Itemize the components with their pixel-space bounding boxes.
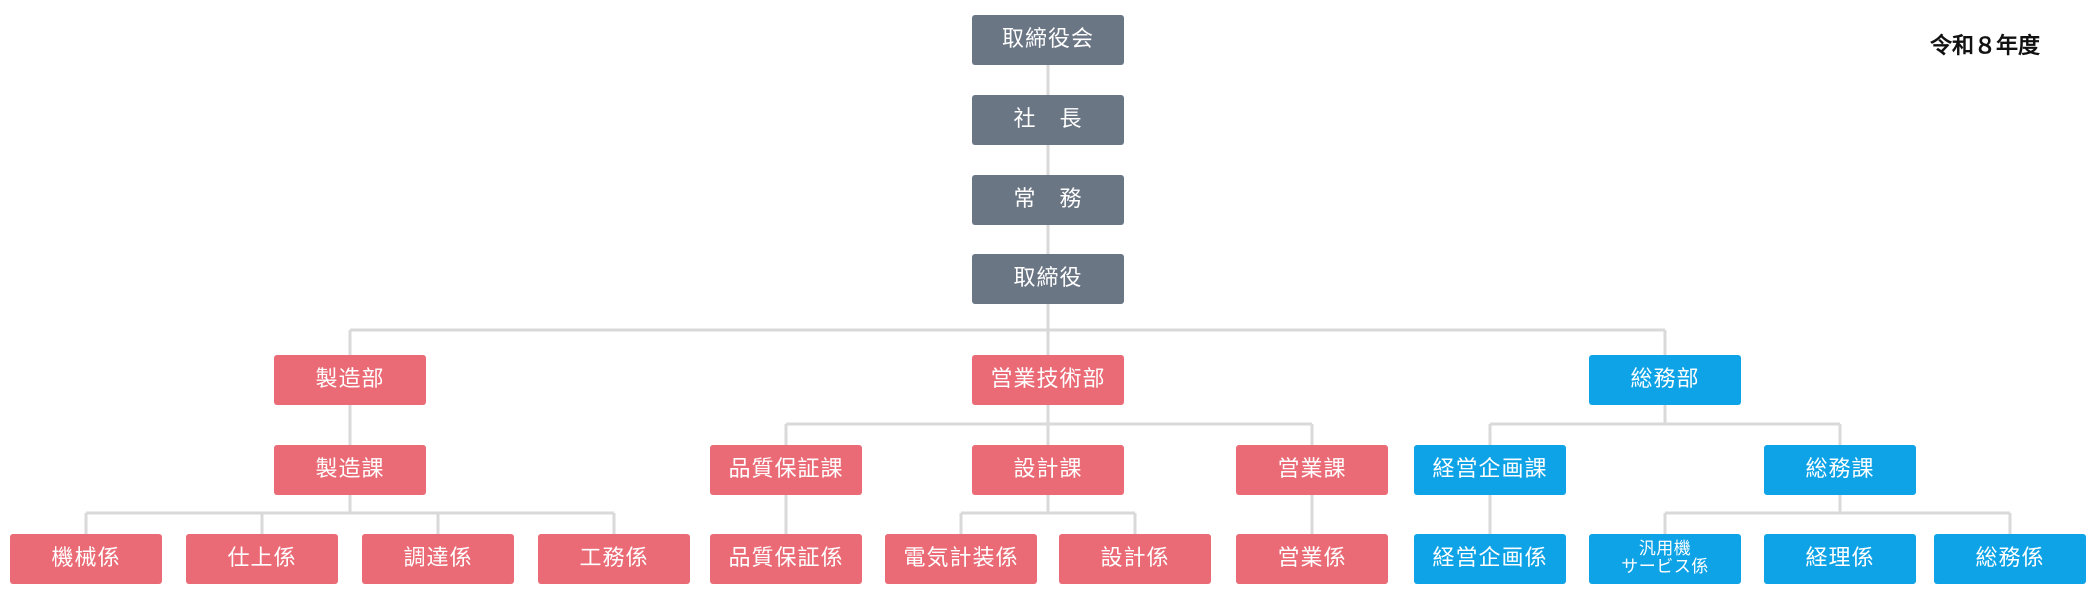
node-general-affairs-unit: 総務係 <box>1934 534 2086 584</box>
node-finishing-unit: 仕上係 <box>186 534 338 584</box>
fiscal-year-label: 令和８年度 <box>1930 34 2041 59</box>
node-machine-unit: 機械係 <box>10 534 162 584</box>
node-manufacturing-section: 製造課 <box>274 445 426 495</box>
node-mgmt-planning-section: 経営企画課 <box>1414 445 1566 495</box>
node-general-machine-service-unit: 汎用機 サービス係 <box>1589 534 1741 584</box>
node-sales-unit: 営業係 <box>1236 534 1388 584</box>
node-director: 取締役 <box>972 254 1124 304</box>
node-works-unit: 工務係 <box>538 534 690 584</box>
node-design-section: 設計課 <box>972 445 1124 495</box>
node-qa-unit: 品質保証係 <box>710 534 862 584</box>
node-managing-director: 常 務 <box>972 175 1124 225</box>
node-sales-section: 営業課 <box>1236 445 1388 495</box>
node-design-unit: 設計係 <box>1059 534 1211 584</box>
node-mgmt-planning-unit: 経営企画係 <box>1414 534 1566 584</box>
node-manufacturing-dept: 製造部 <box>274 355 426 405</box>
node-board: 取締役会 <box>972 15 1124 65</box>
node-electrical-design-unit: 電気計装係 <box>885 534 1037 584</box>
node-general-affairs-section: 総務課 <box>1764 445 1916 495</box>
node-procurement-unit: 調達係 <box>362 534 514 584</box>
node-president: 社 長 <box>972 95 1124 145</box>
node-general-affairs-dept: 総務部 <box>1589 355 1741 405</box>
node-accounting-unit: 経理係 <box>1764 534 1916 584</box>
node-sales-tech-dept: 営業技術部 <box>972 355 1124 405</box>
node-qa-section: 品質保証課 <box>710 445 862 495</box>
